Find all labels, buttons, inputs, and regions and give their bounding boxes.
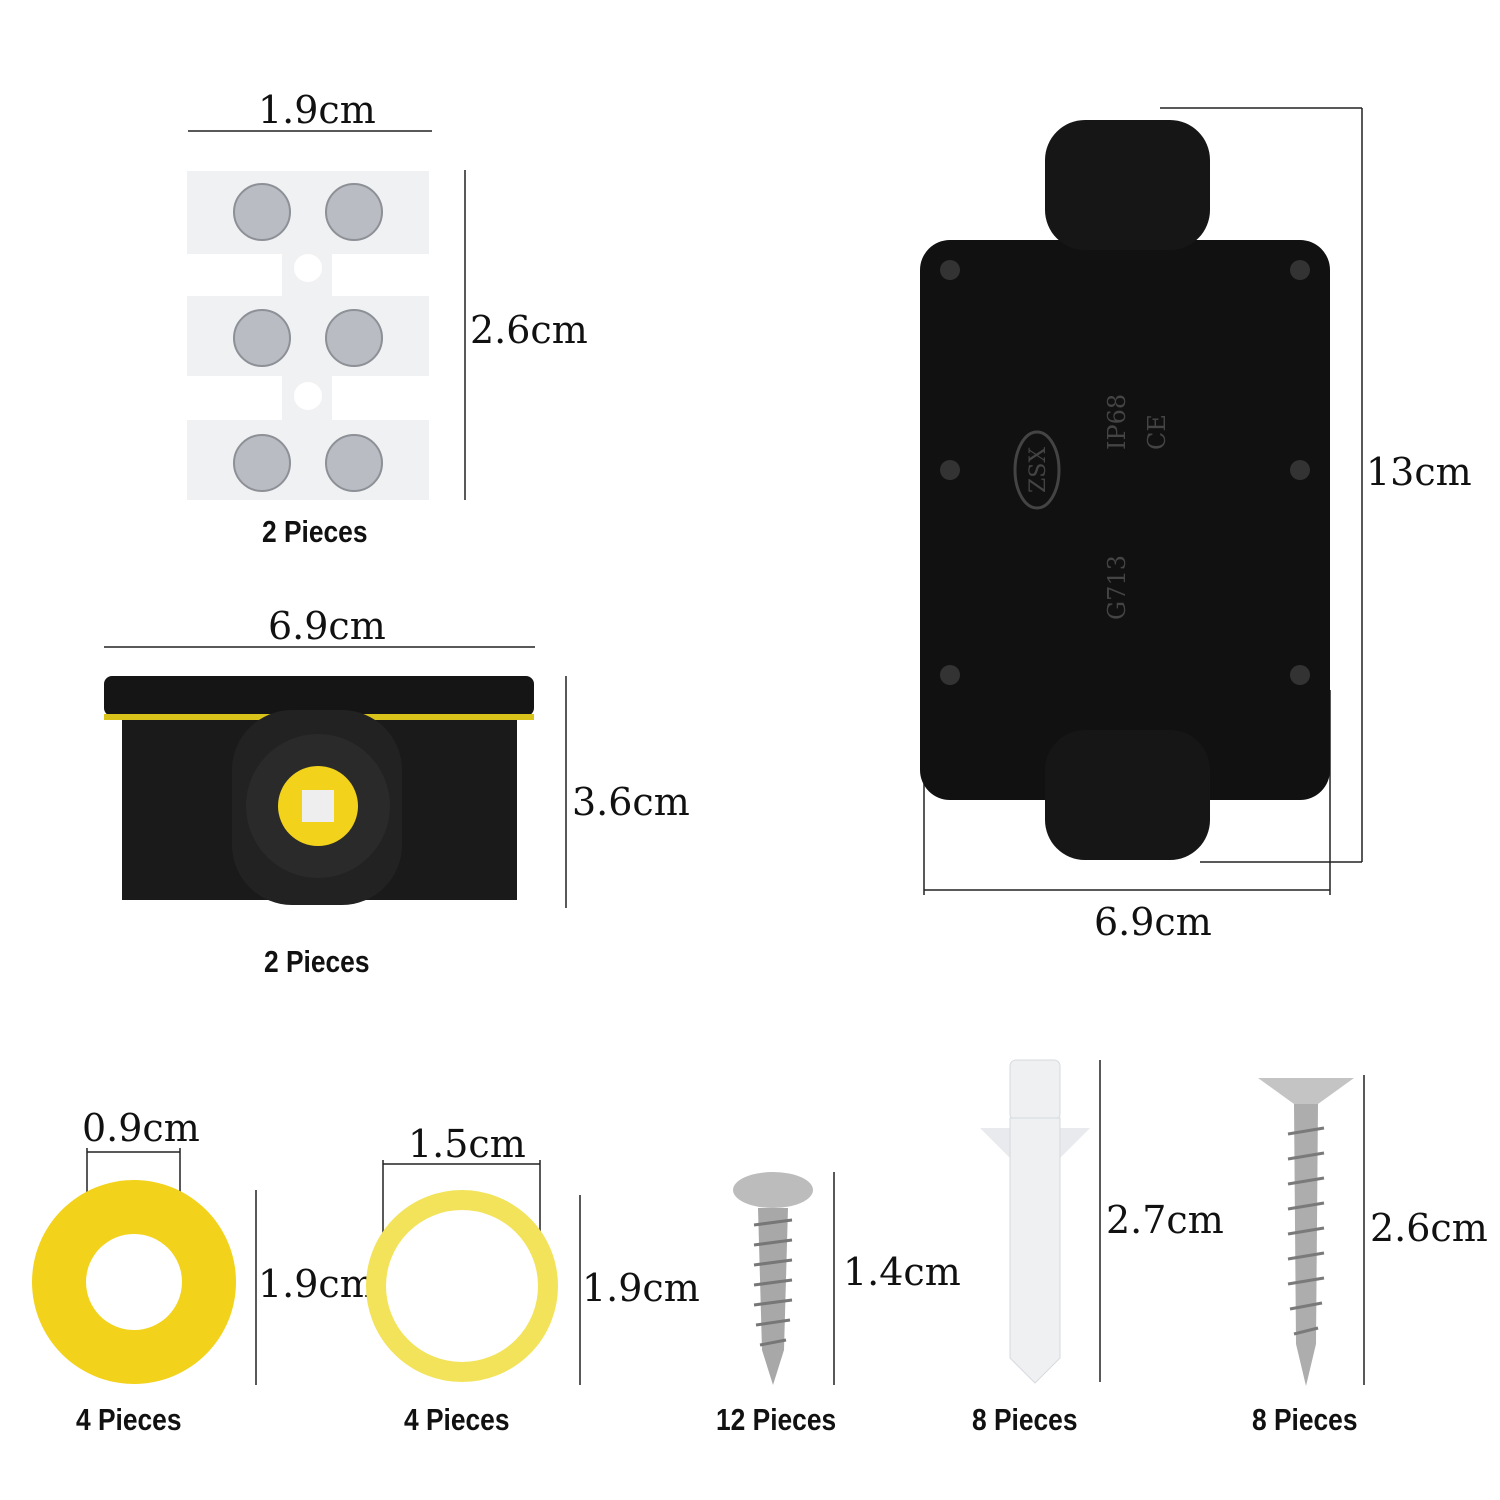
box-marking-g713: G713	[1103, 555, 1131, 620]
pan-screw-quantity: 12 Pieces	[716, 1402, 837, 1437]
junction-box-side-image	[104, 676, 534, 905]
box-side-height: 3.6cm	[572, 780, 690, 824]
box-marking-zsx: ZSX	[1026, 447, 1051, 493]
terminal-height: 2.6cm	[470, 308, 588, 352]
flat-screw-image	[1258, 1078, 1354, 1386]
box-marking-ce: CE	[1143, 414, 1171, 450]
washer-inner: 0.9cm	[82, 1106, 200, 1150]
box-top-height: 13cm	[1366, 450, 1472, 494]
box-marking-ip68: IP68	[1103, 394, 1131, 450]
box-top-width: 6.9cm	[1094, 900, 1212, 944]
zsx-logo-oval	[1013, 430, 1061, 510]
ring-outer: 1.9cm	[582, 1266, 700, 1310]
washer-outer: 1.9cm	[258, 1262, 376, 1306]
wall-plug-quantity: 8 Pieces	[972, 1402, 1078, 1437]
ring-washer-image	[366, 1190, 558, 1382]
terminal-width: 1.9cm	[258, 88, 376, 132]
ring-quantity: 4 Pieces	[404, 1402, 510, 1437]
terminal-block-image	[187, 171, 429, 500]
junction-box-top-image: IP68 CE G713 ZSX	[920, 120, 1330, 860]
flat-screw-quantity: 8 Pieces	[1252, 1402, 1358, 1437]
wall-plug-length: 2.7cm	[1106, 1198, 1224, 1242]
pan-screw-image	[733, 1172, 813, 1385]
flat-screw-length: 2.6cm	[1370, 1206, 1488, 1250]
washer-quantity: 4 Pieces	[76, 1402, 182, 1437]
solid-washer-image	[32, 1180, 236, 1384]
wall-plug-image	[980, 1059, 1090, 1384]
box-side-quantity: 2 Pieces	[264, 944, 370, 979]
ring-inner: 1.5cm	[408, 1122, 526, 1166]
box-side-width: 6.9cm	[268, 604, 386, 648]
terminal-quantity: 2 Pieces	[262, 514, 368, 549]
pan-screw-length: 1.4cm	[843, 1250, 961, 1294]
